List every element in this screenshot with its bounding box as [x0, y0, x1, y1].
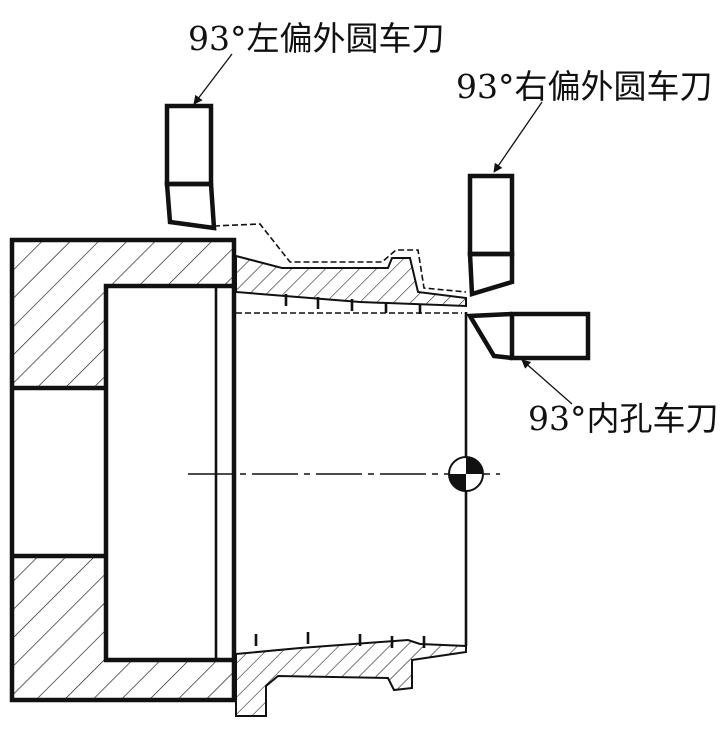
boring-tool-leader [521, 359, 573, 405]
upper-thread-section [235, 254, 467, 308]
chuck-outline [9, 237, 237, 703]
label-bore-tool: 93°内孔车刀 [528, 399, 719, 438]
left-tool-tip [164, 181, 217, 231]
right-tool-leader [493, 101, 543, 173]
left-tool-leader [193, 53, 233, 105]
left-turning-tool [164, 53, 233, 231]
boring-tool-shank [509, 311, 591, 361]
upper-thread-teeth [284, 294, 422, 314]
lower-thread-section [235, 638, 467, 717]
boring-tool [466, 311, 591, 405]
label-right-tool: 93°右偏外圆车刀 [456, 67, 713, 106]
right-turning-tool [467, 101, 543, 297]
chuck-body [9, 237, 237, 703]
right-tool-tip [467, 251, 515, 297]
stock-outline-dashed [213, 223, 467, 293]
chuck-bore [106, 286, 234, 660]
lower-thread-teeth [254, 632, 426, 648]
boring-tool-tip [466, 311, 513, 361]
center-mark-icon [448, 456, 484, 492]
label-left-tool: 93°左偏外圆车刀 [188, 19, 445, 58]
right-tool-shank [467, 173, 515, 257]
workpiece [188, 223, 500, 717]
left-tool-shank [164, 103, 214, 187]
